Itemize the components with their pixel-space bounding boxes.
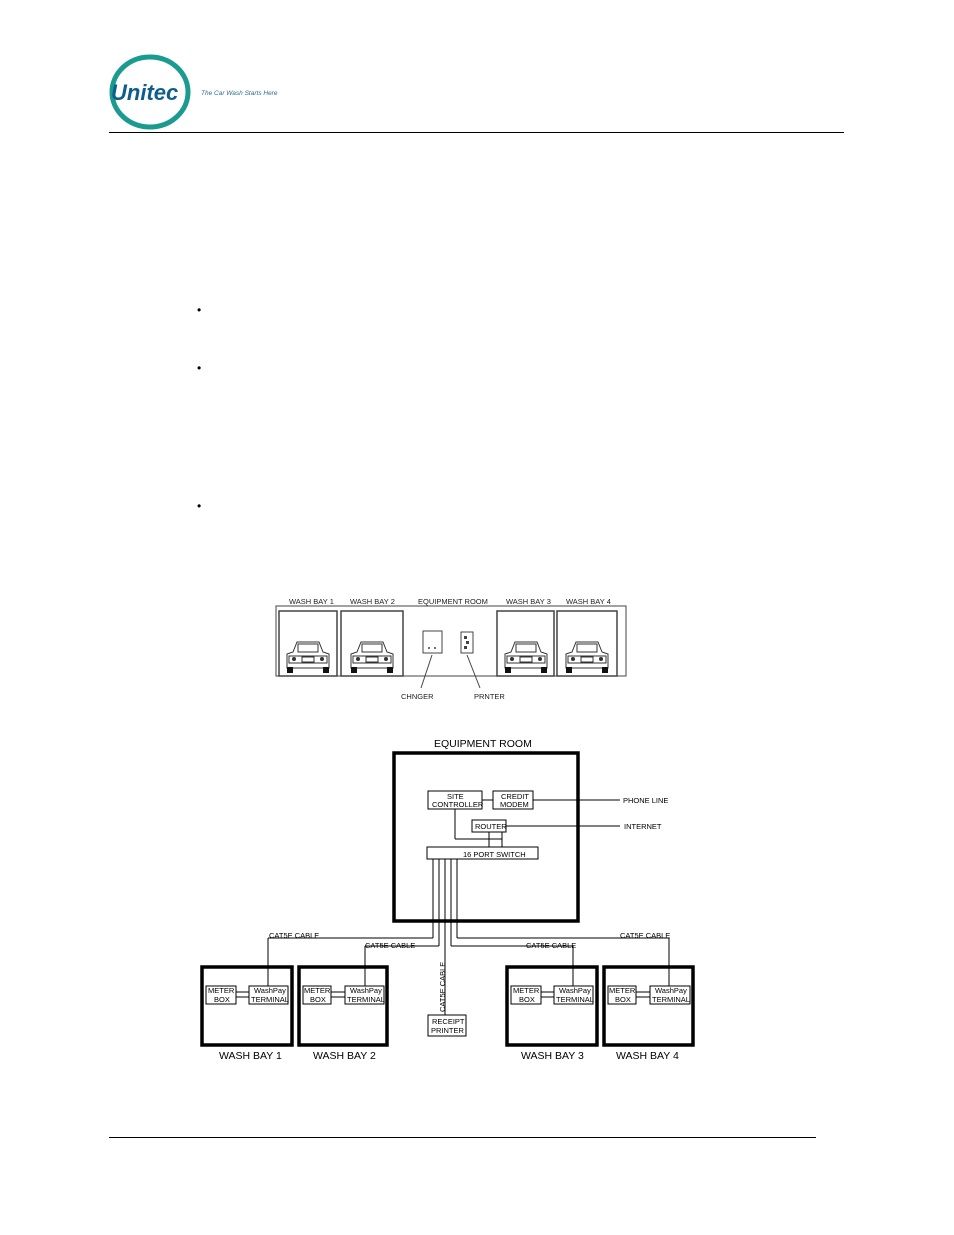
phone-line-label: PHONE LINE bbox=[623, 796, 668, 805]
meter-box-line1: METER bbox=[513, 986, 540, 995]
terminal-line1: WashPay bbox=[254, 986, 286, 995]
meter-box-line2: BOX bbox=[214, 995, 230, 1004]
label-changer: CHNGER bbox=[401, 692, 434, 701]
cable-label-bay3: CAT5E CABLE bbox=[526, 941, 576, 950]
cable-label-bay1: CAT5E CABLE bbox=[269, 931, 319, 940]
site-layout-diagram: WASH BAY 1 WASH BAY 2 EQUIPMENT ROOM WAS… bbox=[275, 597, 627, 701]
meter-box-line2: BOX bbox=[615, 995, 631, 1004]
terminal-line1: WashPay bbox=[350, 986, 382, 995]
receipt-printer-line2: PRINTER bbox=[431, 1026, 465, 1035]
terminal-line2: TERMINAL bbox=[251, 995, 289, 1004]
internet-label: INTERNET bbox=[624, 822, 662, 831]
meter-box-line1: METER bbox=[609, 986, 636, 995]
meter-box-line1: METER bbox=[304, 986, 331, 995]
network-diagram: EQUIPMENT ROOM SITE CONTROLLER CREDIT MO… bbox=[200, 738, 695, 1062]
meter-box-line2: BOX bbox=[519, 995, 535, 1004]
meter-box-line2: BOX bbox=[310, 995, 326, 1004]
logo-text: Unitec bbox=[111, 80, 178, 105]
wash-bay-4-label: WASH BAY 4 bbox=[616, 1050, 679, 1062]
car-icon bbox=[350, 641, 394, 673]
label-printer: PRNTER bbox=[474, 692, 505, 701]
label-bay1: WASH BAY 1 bbox=[289, 597, 334, 606]
router-label: ROUTER bbox=[475, 822, 507, 831]
site-controller-line1: SITE bbox=[447, 792, 464, 801]
terminal-line2: TERMINAL bbox=[347, 995, 385, 1004]
terminal-line1: WashPay bbox=[559, 986, 591, 995]
wash-bay-2-label: WASH BAY 2 bbox=[313, 1050, 376, 1062]
label-bay4: WASH BAY 4 bbox=[566, 597, 611, 606]
wash-bay-3-label: WASH BAY 3 bbox=[521, 1050, 584, 1062]
credit-modem-line2: MODEM bbox=[500, 800, 529, 809]
equipment-room-title: EQUIPMENT ROOM bbox=[434, 738, 532, 750]
unitec-logo: Unitec The Car Wash Starts Here bbox=[109, 54, 278, 130]
terminal-line2: TERMINAL bbox=[556, 995, 594, 1004]
switch-label: 16 PORT SWITCH bbox=[463, 850, 526, 859]
car-icon bbox=[565, 641, 609, 673]
bullet-3: • bbox=[197, 499, 202, 513]
cable-label-printer: CAT5E CABLE bbox=[438, 962, 447, 1012]
bullet-1: • bbox=[197, 303, 202, 317]
terminal-line1: WashPay bbox=[655, 986, 687, 995]
header-rule bbox=[109, 132, 844, 133]
terminal-line2: TERMINAL bbox=[652, 995, 690, 1004]
site-controller-line2: CONTROLLER bbox=[432, 800, 484, 809]
meter-box-line1: METER bbox=[208, 986, 235, 995]
cable-label-bay2: CAT5E CABLE bbox=[365, 941, 415, 950]
car-icon bbox=[286, 641, 330, 673]
logo-tagline: The Car Wash Starts Here bbox=[201, 90, 278, 97]
receipt-printer-line1: RECEIPT bbox=[432, 1017, 465, 1026]
wash-bay-1-label: WASH BAY 1 bbox=[219, 1050, 282, 1062]
label-bay2: WASH BAY 2 bbox=[350, 597, 395, 606]
credit-modem-line1: CREDIT bbox=[501, 792, 529, 801]
footer-rule bbox=[109, 1137, 816, 1138]
bullet-2: • bbox=[197, 361, 202, 375]
car-icon bbox=[504, 641, 548, 673]
cable-label-bay4: CAT5E CABLE bbox=[620, 931, 670, 940]
label-bay3: WASH BAY 3 bbox=[506, 597, 551, 606]
page-header: Unitec The Car Wash Starts Here bbox=[0, 0, 954, 140]
label-equipment: EQUIPMENT ROOM bbox=[418, 597, 488, 606]
